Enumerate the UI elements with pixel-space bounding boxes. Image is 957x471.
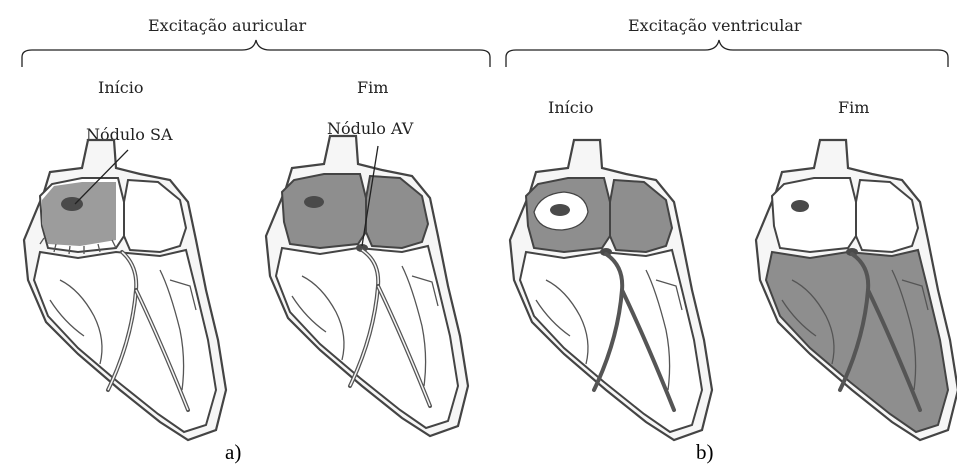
sa-node bbox=[304, 196, 324, 208]
brace-group-a bbox=[22, 40, 490, 67]
heart-atrial-start bbox=[24, 140, 226, 440]
sa-node bbox=[550, 204, 570, 216]
sa-node bbox=[791, 200, 809, 212]
heart-ventricular-end bbox=[756, 140, 957, 440]
brace-group-b bbox=[506, 40, 948, 67]
heart-ventricular-start bbox=[510, 140, 712, 440]
heart-atrial-end bbox=[266, 136, 468, 436]
excited-region bbox=[42, 182, 116, 246]
